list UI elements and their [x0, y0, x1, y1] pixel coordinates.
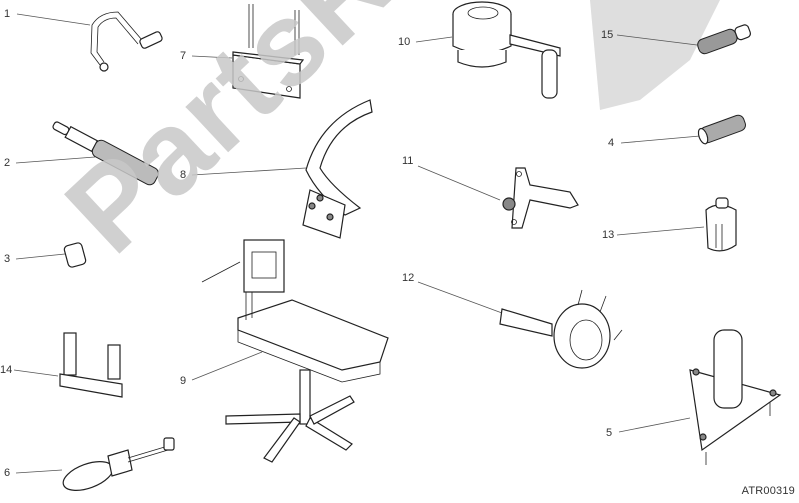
- part-10-crank-socket-tool: [452, 1, 561, 99]
- part-13-slotted-cap: [705, 197, 737, 252]
- callout-2[interactable]: 2: [4, 157, 11, 169]
- part-5-triangular-base-with-handle: [689, 329, 782, 465]
- part-9-engine-stand-with-tray: [201, 239, 389, 463]
- callout-14[interactable]: 14: [0, 364, 13, 376]
- callout-3[interactable]: 3: [4, 253, 11, 265]
- part-12-ring-holder-tool: [499, 289, 623, 369]
- callout-13[interactable]: 13: [602, 229, 615, 241]
- figure-code: ATR00319: [741, 485, 795, 497]
- part-4-knurled-sleeve: [697, 114, 746, 145]
- callout-10[interactable]: 10: [398, 36, 411, 48]
- callout-11[interactable]: 11: [402, 155, 414, 167]
- part-2-knurled-handle-pin-tool: [52, 121, 159, 186]
- callout-4[interactable]: 4: [608, 137, 615, 149]
- part-3-small-bushing: [63, 242, 87, 268]
- part-14-u-bracket-plate: [59, 332, 123, 398]
- callout-9[interactable]: 9: [180, 375, 187, 387]
- part-6-strap-wrench: [62, 437, 175, 491]
- callout-8[interactable]: 8: [180, 169, 187, 181]
- callout-12[interactable]: 12: [402, 272, 415, 284]
- callout-7[interactable]: 7: [180, 50, 187, 62]
- callout-15[interactable]: 15: [601, 29, 614, 41]
- part-1-bent-hook-tool: [90, 11, 163, 72]
- callout-6[interactable]: 6: [4, 467, 11, 479]
- part-15-threaded-knurled-pin: [697, 24, 751, 55]
- part-8-curved-support-arm: [302, 99, 373, 239]
- part-7-two-pin-bracket: [232, 4, 305, 99]
- leader-lines: [13, 13, 705, 474]
- callout-1[interactable]: 1: [4, 8, 11, 20]
- part-11-bracket-with-knob: [502, 167, 579, 229]
- callout-5[interactable]: 5: [606, 427, 613, 439]
